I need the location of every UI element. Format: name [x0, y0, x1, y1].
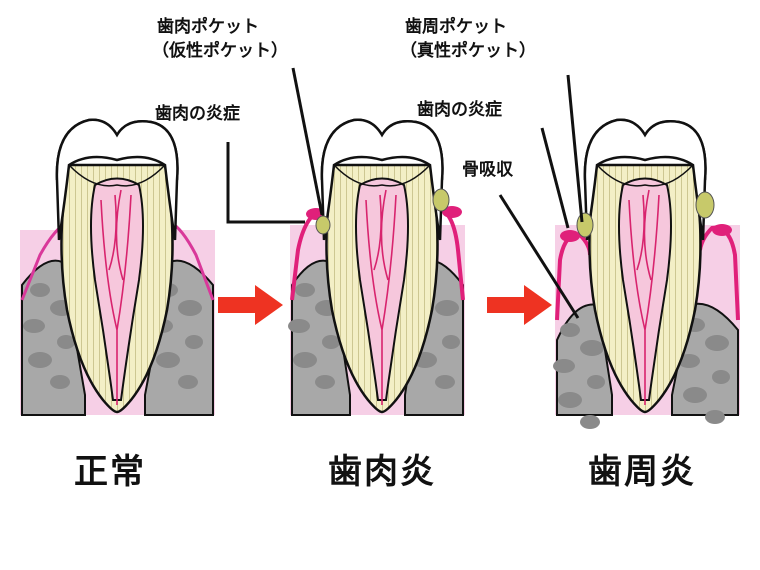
caption-periodontitis: 歯周炎 — [588, 452, 696, 492]
progress-arrow-2 — [487, 285, 552, 325]
label-gingival-inflammation-right: 歯肉の炎症 — [417, 100, 502, 120]
caption-gingivitis: 歯肉炎 — [328, 452, 436, 492]
swelling — [442, 206, 462, 218]
label-pseudo-pocket: （仮性ポケット） — [152, 41, 288, 61]
label-periodontal-pocket: 歯周ポケット — [405, 17, 507, 37]
panel-periodontitis — [553, 118, 740, 429]
plaque — [695, 191, 715, 219]
leader-gingivitis-mid — [226, 142, 305, 224]
label-bone-resorption: 骨吸収 — [462, 160, 513, 180]
panel-normal — [20, 118, 215, 416]
plaque — [315, 215, 331, 235]
swelling — [560, 230, 580, 242]
leader-periodontal-pocket — [566, 74, 584, 223]
inflamed-gum-right — [698, 225, 740, 321]
caption-normal: 正常 — [74, 452, 146, 492]
panel-gingivitis — [288, 118, 465, 416]
leader-bone-resorption — [498, 194, 580, 319]
swelling — [712, 224, 732, 236]
label-true-pocket: （真性ポケット） — [400, 41, 536, 61]
plaque — [432, 188, 450, 212]
progress-arrow-1 — [218, 285, 283, 325]
leader-gingivitis-right — [540, 127, 570, 229]
label-gingival-pocket: 歯肉ポケット — [157, 17, 259, 37]
label-gingival-inflammation-mid: 歯肉の炎症 — [155, 104, 240, 124]
leader-lines — [226, 67, 584, 319]
leader-gingival-pocket — [291, 67, 324, 216]
